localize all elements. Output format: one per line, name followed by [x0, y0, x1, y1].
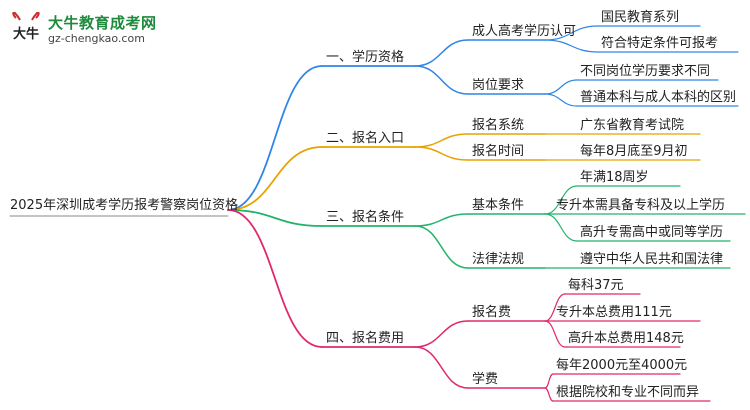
leaf-4-2-2-connector [544, 387, 554, 402]
node-2-1-connector [414, 133, 469, 148]
branch-4-label: 四、报名费用 [326, 331, 405, 346]
node-1-1-connector [414, 39, 469, 67]
leaf-2-1-1: 广东省教育考试院 [580, 118, 685, 133]
leaf-4-2-1-connector [544, 373, 554, 389]
leaf-1-1-1: 国民教育系列 [601, 10, 680, 25]
branch-2-label: 二、报名入口 [326, 131, 405, 146]
node-4-2-connector [414, 346, 469, 389]
leaf-3-2-1: 遵守中华人民共和国法律 [580, 252, 724, 267]
node-1-1: 成人高考学历认可 [472, 24, 577, 39]
leaf-4-1-1: 每科37元 [568, 278, 624, 293]
branch-3-connector [227, 209, 323, 227]
node-4-2: 学费 [472, 372, 499, 387]
node-2-2-connector [414, 146, 469, 161]
leaf-2-2-1: 每年8月底至9月初 [580, 144, 688, 159]
leaf-3-1-3: 高升专需高中或同等学历 [580, 225, 724, 240]
node-3-2-connector [414, 225, 469, 269]
node-4-1-connector [414, 320, 469, 348]
leaf-4-1-2: 专升本总费用111元 [556, 305, 672, 320]
leaf-4-1-3-connector [544, 320, 566, 348]
logo-emblem-text: 大牛 [13, 26, 39, 42]
leaf-4-1-1-connector [544, 293, 566, 322]
node-2-2: 报名时间 [472, 144, 525, 159]
leaf-1-2-2-connector [544, 93, 578, 107]
node-1-2: 岗位要求 [472, 78, 525, 93]
leaf-4-1-3: 高升本总费用148元 [568, 331, 684, 346]
leaf-3-1-1-connector [544, 185, 578, 215]
leaf-3-1-3-connector [544, 213, 578, 242]
branch-1-label: 一、学历资格 [326, 50, 405, 65]
leaf-1-2-2: 普通本科与成人本科的区别 [580, 90, 737, 105]
leaf-3-1-1: 年满18周岁 [580, 170, 649, 185]
leaf-4-2-2: 根据院校和专业不同而异 [556, 385, 700, 400]
branch-4-connector [227, 209, 323, 348]
logo-url: gz-chengkao.com [48, 32, 145, 45]
leaf-4-2-1: 每年2000元至4000元 [556, 358, 688, 373]
node-2-1: 报名系统 [472, 118, 525, 133]
node-3-1: 基本条件 [472, 198, 525, 213]
leaf-1-1-2-connector [544, 39, 599, 53]
leaf-1-1-2: 符合特定条件可报考 [601, 36, 719, 51]
leaf-1-2-1: 不同岗位学历要求不同 [580, 64, 711, 79]
branch-1-connector [227, 65, 323, 211]
node-3-2: 法律法规 [472, 252, 525, 267]
leaf-3-1-2: 专升本需具备专科及以上学历 [556, 198, 726, 213]
leaf-1-2-1-connector [544, 79, 578, 95]
bull-emblem-icon: 大牛 [12, 12, 40, 42]
node-4-1: 报名费 [472, 305, 512, 320]
node-3-1-connector [414, 213, 469, 227]
node-1-2-connector [414, 65, 469, 95]
branch-2-connector [227, 146, 323, 211]
leaf-1-1-1-connector [544, 25, 599, 41]
logo-title: 大牛教育成考网 [48, 14, 157, 32]
site-logo: 大牛 大牛教育成考网 gz-chengkao.com [10, 10, 170, 54]
root-topic: 2025年深圳成考学历报考警察岗位资格 [10, 198, 239, 213]
branch-3-label: 三、报名条件 [326, 210, 405, 225]
